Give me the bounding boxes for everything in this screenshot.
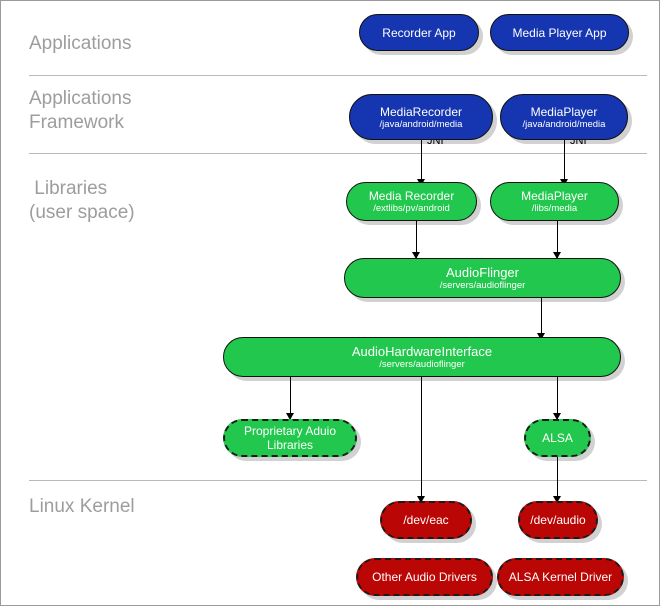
node-audioflinger[interactable]: AudioFlinger /servers/audioflinger [344,258,621,298]
node-proprietary-audio-libraries[interactable]: Proprietary Aduio Libraries [223,419,357,457]
divider-applications [29,75,647,76]
connector-mediaplayer-lib-to-audioflinger [557,220,558,260]
layer-label-linux-kernel: Linux Kernel [29,496,135,517]
node-media-recorder-library-path: /extlibs/pv/android [373,203,450,214]
node-dev-audio[interactable]: /dev/audio [518,501,598,539]
node-audioflinger-title: AudioFlinger [446,264,519,280]
arrowhead-audioflinger-right [553,252,561,259]
node-mediarecorder-framework[interactable]: MediaRecorder /java/android/media [349,94,493,140]
node-proprietary-audio-libraries-title-line2: Libraries [266,438,314,452]
layer-label-libraries: Libraries (user space) [29,178,135,223]
connector-alsa-to-dev-audio [557,456,558,502]
node-media-recorder-library-title: Media Recorder [368,189,455,203]
arrowhead-dev-audio [553,496,561,503]
arrowhead-proprietary-audio-libraries [286,413,294,420]
connector-ahi-to-alsa [557,376,558,421]
connector-media-recorder-lib-to-audioflinger [416,220,417,260]
connector-audioflinger-to-audiohardwareinterface [541,297,542,341]
node-audiohardwareinterface-path: /servers/audioflinger [379,358,465,370]
node-mediaplayer-library[interactable]: MediaPlayer /libs/media [490,182,619,221]
node-audiohardwareinterface[interactable]: AudioHardwareInterface /servers/audiofli… [223,337,621,377]
node-recorder-app-title: Recorder App [382,25,456,40]
node-other-audio-drivers-title: Other Audio Drivers [372,570,477,584]
connector-mediaplayer-to-mediaplayer-lib [564,140,565,182]
node-mediaplayer-framework[interactable]: MediaPlayer /java/android/media [500,94,628,140]
node-mediaplayer-framework-title: MediaPlayer [530,104,598,119]
node-media-player-app[interactable]: Media Player App [490,14,629,51]
node-mediarecorder-framework-title: MediaRecorder [379,104,463,119]
node-recorder-app[interactable]: Recorder App [359,14,479,51]
node-alsa[interactable]: ALSA [524,419,591,457]
connector-ahi-to-proprietary-audio-libraries [290,376,291,421]
arrowhead-audioflinger-left [412,252,420,259]
node-alsa-kernel-driver[interactable]: ALSA Kernel Driver [497,558,624,596]
node-mediaplayer-framework-path: /java/android/media [522,118,606,130]
node-dev-eac-title: /dev/eac [403,513,449,527]
node-mediaplayer-library-title: MediaPlayer [521,189,588,203]
layer-label-applications-framework: Applications Framework [29,88,132,133]
node-alsa-title: ALSA [542,431,573,445]
connector-mediarecorder-to-media-recorder-lib [421,140,422,182]
node-media-recorder-library[interactable]: Media Recorder /extlibs/pv/android [346,182,477,221]
node-dev-audio-title: /dev/audio [530,513,586,527]
node-media-player-app-title: Media Player App [512,25,607,40]
node-proprietary-audio-libraries-title: Proprietary Aduio [243,424,337,438]
node-mediarecorder-framework-path: /java/android/media [379,118,463,130]
node-audioflinger-path: /servers/audioflinger [439,279,526,291]
node-dev-eac[interactable]: /dev/eac [380,501,472,539]
connector-ahi-to-dev-eac [421,376,422,502]
divider-linux-kernel [29,480,647,481]
arrowhead-alsa [553,413,561,420]
node-alsa-kernel-driver-title: ALSA Kernel Driver [508,570,613,584]
node-other-audio-drivers[interactable]: Other Audio Drivers [356,558,493,596]
arrowhead-dev-eac [417,496,425,503]
layer-label-applications: Applications [29,33,132,54]
node-mediaplayer-library-path: /libs/media [531,203,578,214]
divider-applications-framework [29,153,647,154]
node-audiohardwareinterface-title: AudioHardwareInterface [351,343,493,359]
